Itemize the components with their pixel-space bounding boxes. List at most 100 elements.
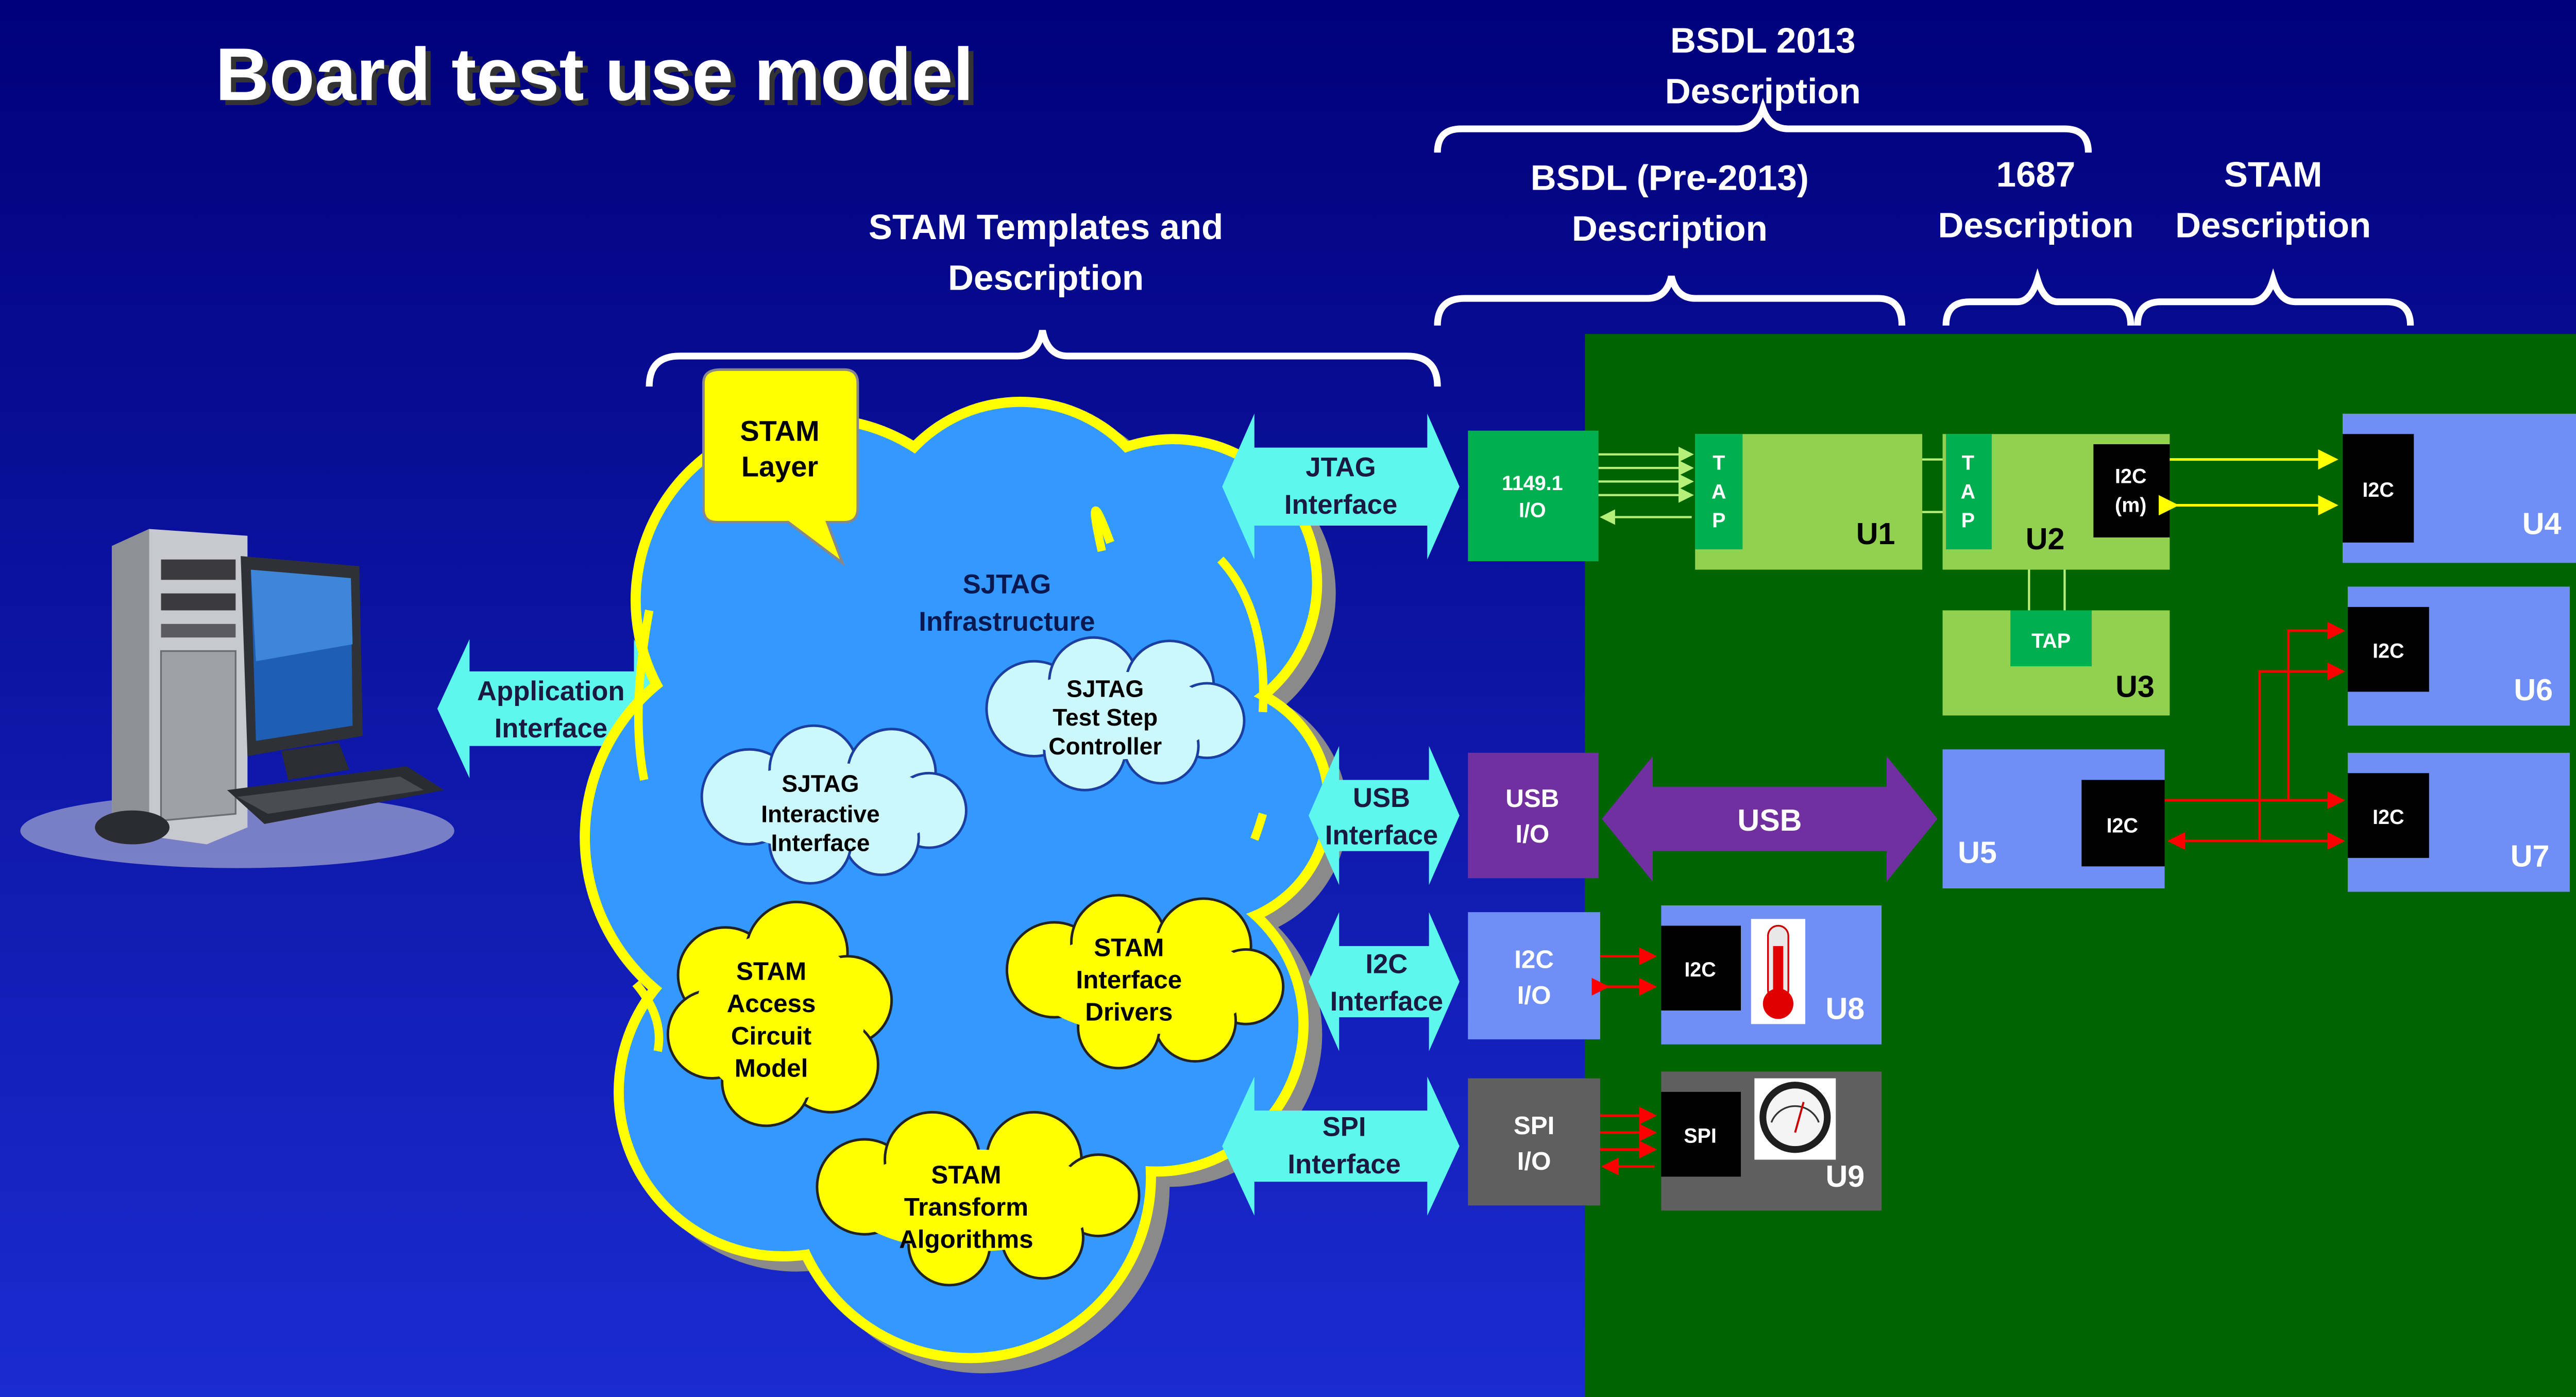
thermometer-icon: [1751, 919, 1806, 1024]
bracket-bsdl-pre-line2: Description: [1572, 208, 1768, 248]
access-circuit-label-4: Model: [735, 1054, 808, 1082]
bracket-bsdl-pre-line1: BSDL (Pre-2013): [1531, 158, 1809, 198]
sjtag-infrastructure-label-1: SJTAG: [963, 569, 1052, 600]
jtag-io-label-2: I/O: [1519, 499, 1546, 522]
jtag-interface-arrow: [1222, 413, 1460, 560]
jtag-io-label-1: 1149.1: [1502, 472, 1563, 495]
spi-io-label-2: I/O: [1517, 1147, 1551, 1175]
u1-tap-block: [1695, 434, 1743, 550]
u2-i2c-master: [2093, 444, 2170, 537]
jtag-interface-label-2: Interface: [1284, 490, 1397, 520]
spi-interface-label-1: SPI: [1323, 1112, 1366, 1142]
usb-bus-arrow: [1602, 756, 1938, 882]
jtag-io-block: [1468, 430, 1599, 562]
access-circuit-label-2: Access: [727, 989, 816, 1018]
u9-spi-block: [1661, 1091, 1741, 1177]
interactive-interface-label-1: SJTAG: [782, 770, 859, 797]
i2c-io-block: [1468, 912, 1600, 1039]
usb-interface-label-2: Interface: [1325, 820, 1438, 851]
interactive-interface-label-3: Interface: [771, 830, 870, 856]
usb-interface-arrow: [1309, 746, 1460, 885]
usb-io-label-1: USB: [1505, 784, 1559, 813]
interface-drivers-label-1: STAM: [1094, 934, 1164, 962]
u3-tap-block: [2010, 610, 2092, 667]
u5-i2c-block: [2081, 780, 2165, 867]
i2c-io-label-2: I/O: [1517, 981, 1551, 1009]
usb-interface-label-1: USB: [1353, 783, 1410, 813]
u2-tap-p: P: [1961, 509, 1975, 532]
u1-label: U1: [1856, 516, 1895, 551]
u7-label: U7: [2511, 838, 2550, 873]
u3-label: U3: [2115, 669, 2155, 703]
bracket-bsdl-pre: [1434, 275, 1906, 326]
u4-label: U4: [2522, 506, 2562, 541]
slide-title: Board test use model: [221, 38, 979, 121]
u2-i2c-master-label-1: I2C: [2115, 465, 2146, 488]
usb-io-label-2: I/O: [1515, 820, 1549, 848]
application-interface-label-1: Application: [477, 676, 625, 706]
transform-algorithms-label-1: STAM: [931, 1161, 1001, 1189]
bracket-stam-templates-line1: STAM Templates and: [869, 207, 1223, 247]
u4-i2c-block: [2343, 434, 2414, 543]
i2c-interface-arrow: [1309, 912, 1460, 1051]
u6-i2c-label: I2C: [2372, 640, 2404, 663]
transform-algorithms-cloud: [816, 1110, 1141, 1287]
interface-drivers-label-3: Drivers: [1085, 998, 1173, 1026]
test-step-controller-label-1: SJTAG: [1066, 675, 1144, 702]
u7-i2c-block: [2347, 773, 2429, 858]
bracket-1687-line2: Description: [1938, 205, 2134, 245]
spi-interface-label-2: Interface: [1287, 1149, 1400, 1180]
stam-layer-label-1: STAM: [740, 414, 819, 447]
slide-title-front: Board test use model: [215, 32, 974, 116]
u8-label: U8: [1826, 991, 1865, 1025]
i2c-io-label-1: I2C: [1514, 946, 1554, 974]
bracket-1687: [1942, 268, 2134, 326]
spi-io-block: [1468, 1078, 1600, 1206]
transform-algorithms-label-2: Transform: [904, 1193, 1028, 1221]
bracket-stam-templates: [646, 330, 1441, 387]
u8-i2c-label: I2C: [1684, 958, 1716, 981]
u2-tap-a: A: [1961, 480, 1976, 503]
spi-interface-arrow: [1222, 1076, 1460, 1216]
access-circuit-label-3: Circuit: [731, 1022, 811, 1050]
interactive-interface-label-2: Interactive: [761, 801, 879, 828]
u1-tap-a: A: [1711, 480, 1726, 503]
u5-label: U5: [1958, 835, 1997, 870]
computer-icon: [20, 529, 454, 868]
bracket-stam-templates-line2: Description: [948, 258, 1144, 298]
interface-drivers-label-2: Interface: [1076, 966, 1182, 994]
u9-spi-label: SPI: [1684, 1125, 1717, 1148]
spi-io-label-1: SPI: [1514, 1112, 1555, 1140]
meter-gauge-icon: [1754, 1078, 1836, 1160]
test-step-controller-label-3: Controller: [1048, 733, 1162, 760]
u8-i2c-block: [1661, 925, 1741, 1011]
test-step-controller-label-2: Test Step: [1053, 704, 1158, 731]
u2-tap-t: T: [1962, 451, 1974, 474]
test-step-controller-cloud: [985, 636, 1246, 792]
jtag-interface-label-1: JTAG: [1306, 452, 1376, 483]
transform-algorithms-label-3: Algorithms: [899, 1225, 1033, 1254]
u6-label: U6: [2514, 672, 2553, 707]
i2c-bus-lines: [2164, 621, 2345, 850]
jtag-signal-lines: [1598, 446, 1694, 525]
stam-layer-label-2: Layer: [741, 450, 818, 483]
usb-bus-label: USB: [1737, 803, 1802, 837]
bracket-stam-description: [2134, 268, 2414, 326]
bracket-bsdl-2013-line1: BSDL 2013: [1670, 20, 1856, 60]
bracket-stam-description-line1: STAM: [2224, 154, 2323, 194]
bracket-bsdl-2013-line2: Description: [1665, 71, 1861, 111]
i2c-interface-label-2: Interface: [1330, 986, 1443, 1017]
u2-i2c-master-label-2: (m): [2115, 494, 2146, 517]
u4-i2c-label: I2C: [2362, 479, 2394, 501]
u3-tap-label: TAP: [2031, 630, 2071, 652]
u9-label: U9: [1826, 1159, 1865, 1193]
bracket-stam-description-line2: Description: [2175, 205, 2371, 245]
i2c-io-lines: [1591, 947, 1657, 996]
u6-i2c-block: [2347, 607, 2429, 692]
access-circuit-model-cloud: [666, 900, 893, 1127]
bracket-bsdl-2013: [1434, 97, 2092, 153]
u1-tap-t: T: [1713, 451, 1725, 474]
u1-tap-p: P: [1712, 509, 1725, 532]
usb-io-block: [1468, 752, 1599, 879]
cloud-inner-arcs: [632, 506, 1268, 1052]
